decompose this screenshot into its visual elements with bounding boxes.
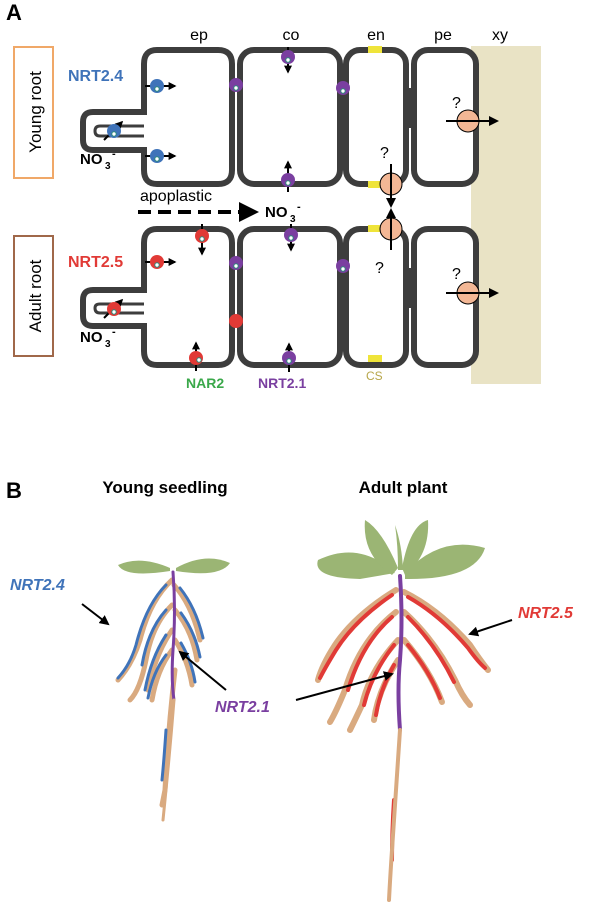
nrt25-transporter [103,298,124,319]
nrt21-transporter [281,160,295,192]
nrt25-transporter [189,341,203,371]
layer-label-ep: ep [190,27,208,44]
cs-strip [368,225,382,232]
young-root-cells [80,47,479,187]
nrt21-transporter [229,256,243,270]
unknown-transporter [379,164,403,208]
nar2-label: NAR2 [186,375,224,391]
young-seedling [115,558,230,822]
adult-plant-title: Adult plant [359,478,448,497]
adult-root-box [13,235,54,357]
cs-label: CS [366,369,383,383]
svg-text:NO: NO [80,329,103,346]
young-endodermis-cell [343,47,409,187]
nrt21-transporter [282,342,296,372]
nrt24-transporter [103,120,124,141]
apoplastic-label: apoplastic [140,188,212,205]
young-nrt24-pointer [81,603,110,626]
nrt21-transporter [284,224,298,252]
nitrate-label-young: NO 3 - [80,148,116,172]
adult-root-hair-inner [93,302,144,315]
young-epidermis-cell [80,47,235,187]
panel-b-letter: B [6,478,22,503]
seedling-primary-root [170,570,176,702]
adult-rosette [317,520,485,580]
svg-text:3: 3 [290,214,296,225]
nrt21-label: NRT2.1 [258,375,306,391]
adult-nrt25-pointer [468,619,513,637]
nrt21-transporter [336,259,350,273]
nrt25-transporter [229,314,243,328]
nrt21-primary-root-label: NRT2.1 [215,699,270,716]
svg-text:NO: NO [265,204,288,221]
adult-lateral-roots [315,574,491,902]
seedling-cotyledons [118,558,230,574]
endodermis-wall [405,88,412,128]
panel-a-letter: A [6,0,22,25]
nrt21-pointer-adult [295,671,394,701]
adult-plant [315,520,491,902]
endodermis-wall [340,268,347,308]
nrt25-label: NRT2.5 [68,254,123,271]
unknown-transporter [446,109,499,133]
svg-text:-: - [297,201,301,213]
nitrate-label-apoplast: NO 3 - [265,201,301,225]
svg-text:3: 3 [105,339,111,350]
svg-text:-: - [112,326,116,338]
nrt25-transporter [145,255,177,269]
nrt25-transporter [195,224,209,256]
question-mark: ? [380,145,389,162]
endodermis-wall [405,268,412,308]
unknown-transporter [446,281,499,305]
nrt21-transporter [281,47,295,74]
question-mark: ? [452,95,461,112]
svg-text:-: - [112,148,116,160]
cs-strip [368,181,382,188]
svg-text:3: 3 [105,161,111,172]
adult-epidermis-cell [80,226,235,368]
adult-root-cells [80,226,479,368]
question-mark: ? [452,266,461,283]
young-root-label: Young root [26,71,45,153]
nrt21-transporter [336,81,350,95]
xylem-column [471,46,541,384]
svg-text:NO: NO [80,151,103,168]
unknown-transporter [379,208,403,250]
adult-root-label: Adult root [26,259,45,332]
nrt24-label: NRT2.4 [68,68,123,85]
layer-label-co: co [283,27,300,44]
nrt24-transporter [145,79,177,93]
question-mark: ? [375,260,384,277]
young-cortex-cell [237,47,343,187]
young-root-hair-inner [93,124,144,138]
young-nrt24-label: NRT2.4 [10,577,65,594]
layer-label-pe: pe [434,27,452,44]
layer-label-xy: xy [492,27,508,44]
adult-endodermis-cell [343,226,409,368]
layer-label-en: en [367,27,385,44]
seedling-lateral-roots [115,570,205,822]
cs-strip [368,46,382,53]
cs-strip [368,355,382,362]
nrt24-transporter [145,149,177,163]
nrt21-pointer-young [178,650,227,691]
endodermis-wall [340,88,347,128]
nrt21-transporter [229,78,243,92]
young-root-box [13,46,54,179]
adult-primary-root [396,574,404,732]
nitrate-label-adult: NO 3 - [80,326,116,350]
adult-nrt25-label: NRT2.5 [518,605,574,622]
young-seedling-title: Young seedling [102,478,227,497]
